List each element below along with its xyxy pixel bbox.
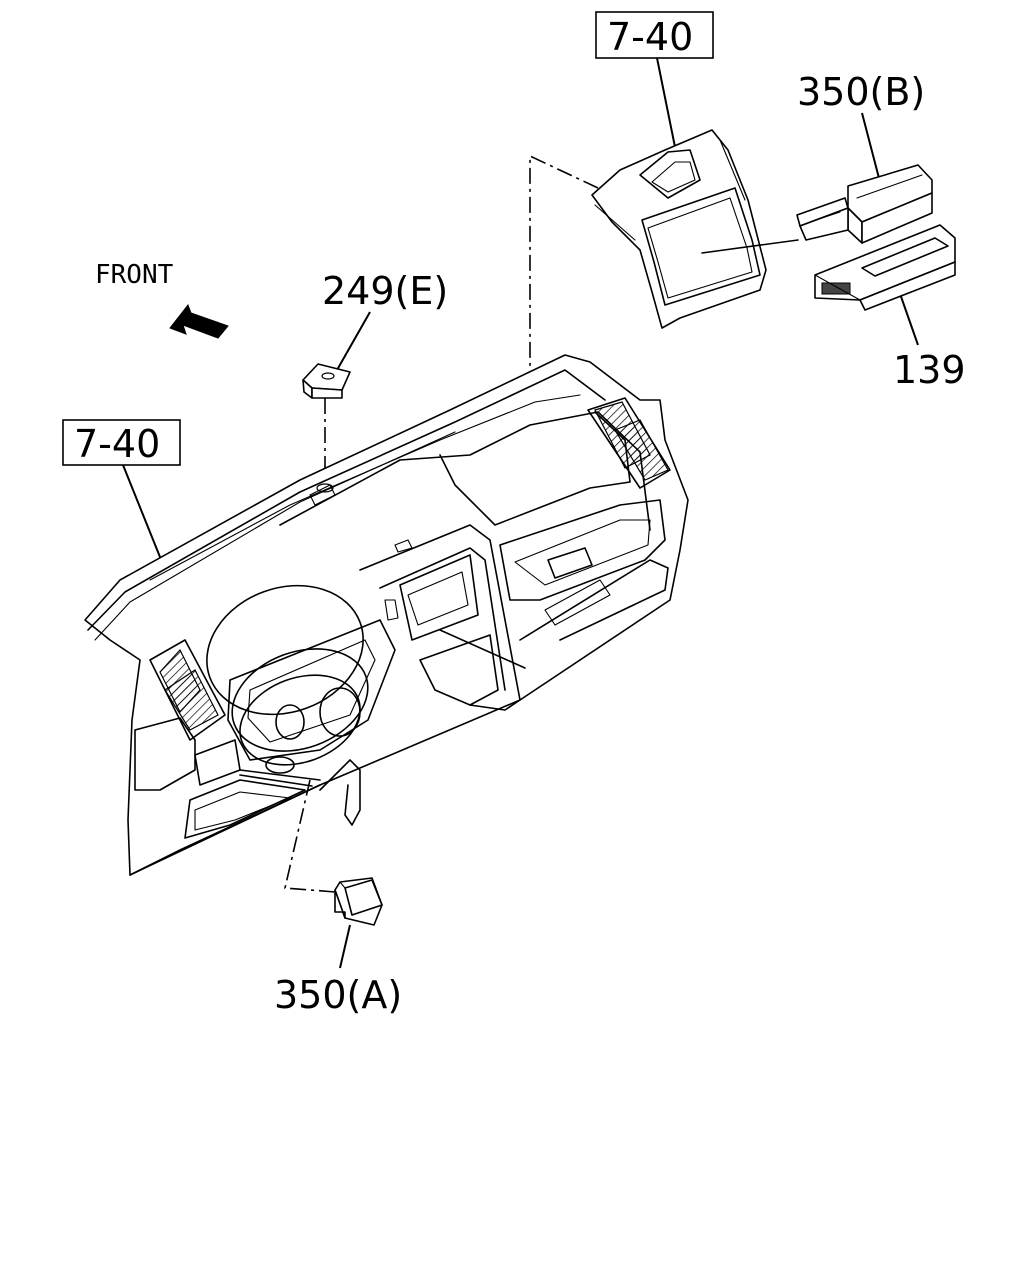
dash-center-line [439, 629, 526, 669]
part-350a-leader [339, 924, 351, 969]
part-249e-leader [336, 311, 371, 371]
switch-a-dash-line [284, 779, 336, 893]
ref-box-left[interactable]: 7-40 [62, 419, 181, 466]
switch-a-ref-line [239, 774, 313, 787]
ref-box-top[interactable]: 7-40 [595, 11, 714, 59]
part-139-label: 139 [893, 348, 966, 392]
part-350b-switch[interactable] [796, 164, 933, 244]
ref-left-label: 7-40 [74, 422, 160, 466]
part-249e-label: 249(E) [322, 269, 448, 313]
front-arrow-icon [169, 303, 229, 339]
part-249e-clip[interactable] [302, 363, 351, 399]
ref-top-label: 7-40 [607, 15, 693, 59]
ref-left-leader [122, 464, 163, 563]
part-139-tray[interactable] [814, 224, 956, 311]
part-350b-label: 350(B) [797, 70, 925, 114]
instrument-panel[interactable] [84, 354, 689, 876]
part-350a-switch[interactable] [334, 877, 383, 926]
part-139-leader [897, 287, 919, 346]
part-350b-leader [861, 112, 881, 183]
part-350a-label: 350(A) [274, 973, 402, 1017]
front-label: FRONT [95, 260, 174, 290]
ref-top-leader [656, 57, 676, 148]
center-bezel-panel[interactable] [591, 129, 767, 329]
bezel-to-switch-line [701, 239, 799, 254]
